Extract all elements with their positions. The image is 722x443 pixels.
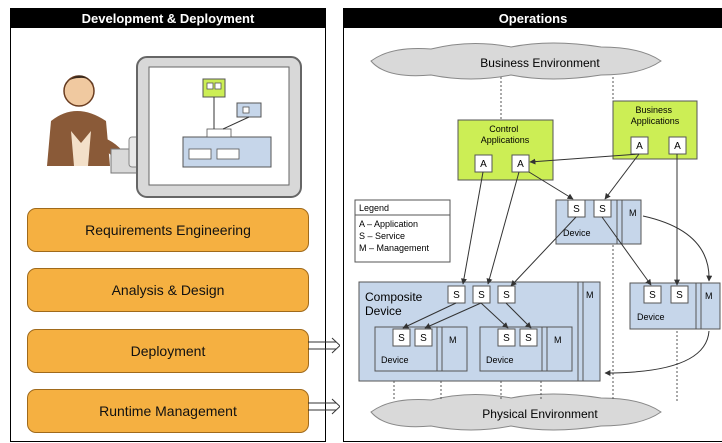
composite-service-3: S xyxy=(503,290,510,301)
inner-device1-label: Device xyxy=(381,355,409,365)
composite-device-line1: Composite xyxy=(365,290,423,304)
inner-device2-service-2: S xyxy=(525,333,532,344)
composite-management: M xyxy=(586,290,594,300)
composite-device-label: Composite Device xyxy=(365,290,426,318)
control-applications-line1: Control xyxy=(489,124,518,134)
inner-device1-service-2: S xyxy=(420,333,427,344)
device-top-label: Device xyxy=(563,228,591,238)
deployment-phase: Deployment xyxy=(27,329,309,373)
composite-service-1: S xyxy=(453,290,460,301)
physical-environment-label: Physical Environment xyxy=(482,407,598,421)
device-right: S S Device M xyxy=(629,282,721,330)
phase-to-operations-arrows xyxy=(308,337,340,415)
inner-device2-label: Device xyxy=(486,355,514,365)
device-top: S S Device M xyxy=(555,199,642,245)
inner-device1-service-1: S xyxy=(398,333,405,344)
legend-application: A – Application xyxy=(359,219,418,229)
physical-environment-cloud xyxy=(370,393,662,431)
operations-title: Operations xyxy=(344,9,722,28)
application-a-2: A xyxy=(517,159,524,170)
design-monitor-icon xyxy=(136,56,302,198)
device-top-service-2: S xyxy=(599,204,606,215)
inner-device1-management: M xyxy=(449,335,457,345)
composite-device-line2: Device xyxy=(365,304,402,318)
business-applications-label: Business Applications xyxy=(631,105,680,126)
control-applications-group: Control Applications A A xyxy=(457,119,554,181)
composite-service-2: S xyxy=(478,290,485,301)
device-right-service-2: S xyxy=(676,290,683,301)
analysis-design-phase: Analysis & Design xyxy=(27,268,309,312)
operations-diagram: Business Environment Physical Environmen… xyxy=(354,42,721,431)
business-applications-group: Business Applications A A xyxy=(612,100,698,160)
application-a-1: A xyxy=(480,159,487,170)
device-right-service-1: S xyxy=(649,290,656,301)
business-environment-label: Business Environment xyxy=(480,56,600,70)
legend: Legend A – Application S – Service M – M… xyxy=(354,199,451,263)
application-a-3: A xyxy=(636,141,643,152)
inner-device2-management: M xyxy=(554,335,562,345)
control-applications-label: Control Applications xyxy=(481,124,530,145)
operations-panel: Operations Business Environment Physical… xyxy=(343,8,722,442)
development-deployment-panel: Development & Deployment xyxy=(10,8,326,442)
developer-illustration xyxy=(47,56,302,198)
runtime-management-phase: Runtime Management xyxy=(27,389,309,433)
requirements-engineering-phase: Requirements Engineering xyxy=(27,208,309,252)
composite-device: Composite Device S S S M S S M Device S xyxy=(358,281,601,382)
legend-title: Legend xyxy=(359,203,389,213)
development-deployment-title: Development & Deployment xyxy=(11,9,325,28)
control-applications-line2: Applications xyxy=(481,135,530,145)
device-right-label: Device xyxy=(637,312,665,322)
device-top-service-1: S xyxy=(573,204,580,215)
device-right-management: M xyxy=(705,291,713,301)
connection-arrows xyxy=(402,153,713,376)
runtime-arrow xyxy=(308,398,340,415)
legend-management: M – Management xyxy=(359,243,430,253)
inner-device2-service-1: S xyxy=(503,333,510,344)
deployment-arrow xyxy=(308,337,340,354)
legend-service: S – Service xyxy=(359,231,405,241)
business-applications-line1: Business xyxy=(635,105,672,115)
business-environment-cloud xyxy=(370,42,662,80)
device-top-management: M xyxy=(629,208,637,218)
business-applications-line2: Applications xyxy=(631,116,680,126)
developer-person-icon xyxy=(47,75,150,174)
application-a-4: A xyxy=(674,141,681,152)
